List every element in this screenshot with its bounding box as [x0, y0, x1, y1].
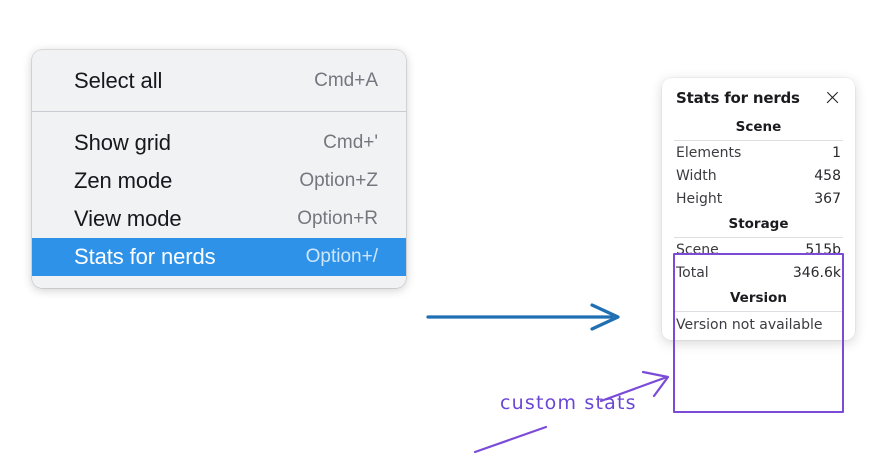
close-icon[interactable]	[824, 89, 842, 107]
menu-separator	[32, 111, 406, 112]
menu-item-shortcut: Option+/	[305, 246, 378, 267]
stats-row-key: Total	[676, 265, 709, 281]
menu-item-shortcut: Cmd+'	[323, 132, 378, 153]
section-heading: Version	[729, 290, 788, 306]
menu-item-stats-for-nerds[interactable]: Stats for nerds Option+/	[32, 238, 406, 276]
stats-panel-header: Stats for nerds	[662, 78, 855, 113]
stats-row-storage-total: Total 346.6k	[662, 261, 855, 284]
stats-row-key: Height	[676, 191, 723, 207]
menu-item-zen-mode[interactable]: Zen mode Option+Z	[32, 162, 406, 200]
section-divider	[674, 237, 843, 238]
menu-item-show-grid[interactable]: Show grid Cmd+'	[32, 124, 406, 162]
stats-row-width: Width 458	[662, 164, 855, 187]
stats-for-nerds-panel: Stats for nerds Scene Elements 1 Width 4…	[662, 78, 855, 413]
stats-row-value: 346.6k	[792, 265, 841, 281]
menu-item-view-mode[interactable]: View mode Option+R	[32, 200, 406, 238]
context-menu[interactable]: Select all Cmd+A Show grid Cmd+' Zen mod…	[32, 50, 406, 288]
stats-row-elements: Elements 1	[662, 141, 855, 164]
stats-row-key: Scene	[676, 242, 719, 258]
section-divider	[674, 140, 843, 141]
stats-row-value: 367	[814, 191, 841, 207]
version-text: Version not available	[676, 317, 823, 333]
stats-panel-title: Stats for nerds	[676, 89, 800, 107]
stats-row-value: 458	[814, 168, 841, 184]
stats-row-height: Height 367	[662, 187, 855, 210]
menu-item-label: Select all	[74, 68, 163, 93]
stats-row-key: Elements	[676, 145, 742, 161]
menu-item-select-all[interactable]: Select all Cmd+A	[32, 62, 406, 100]
menu-item-shortcut: Cmd+A	[314, 70, 378, 91]
stats-row-key: Width	[676, 168, 717, 184]
blue-arrow-icon	[426, 303, 620, 331]
menu-group-1: Select all Cmd+A	[32, 50, 406, 111]
menu-group-2: Show grid Cmd+' Zen mode Option+Z View m…	[32, 112, 406, 288]
menu-item-label: Show grid	[74, 130, 171, 155]
stats-row-value: 515b	[805, 242, 841, 258]
section-heading: Scene	[735, 119, 782, 135]
section-divider	[674, 311, 843, 312]
stats-row-storage-scene: Scene 515b	[662, 238, 855, 261]
menu-item-shortcut: Option+Z	[299, 170, 378, 191]
purple-underline-stroke	[473, 425, 548, 454]
stats-row-value: 1	[832, 145, 841, 161]
menu-item-label: View mode	[74, 206, 182, 231]
custom-stats-block: Storage Scene 515b Total 346.6k Version …	[662, 210, 855, 340]
stats-section-scene: Scene Elements 1 Width 458 Height 367	[662, 113, 855, 210]
menu-item-label: Zen mode	[74, 168, 173, 193]
menu-item-shortcut: Option+R	[297, 208, 378, 229]
menu-item-label: Stats for nerds	[74, 244, 216, 269]
stats-section-version: Version Version not available	[662, 284, 855, 340]
custom-stats-annotation-label: custom stats	[500, 392, 637, 414]
stats-section-storage: Storage Scene 515b Total 346.6k	[662, 210, 855, 284]
section-heading: Storage	[728, 216, 789, 232]
